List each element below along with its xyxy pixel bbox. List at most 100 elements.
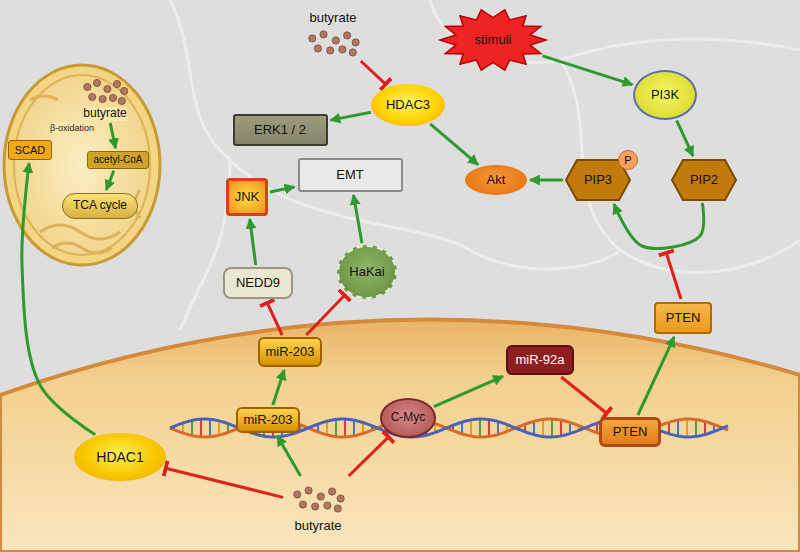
dna-rung [704,421,706,434]
protein-box: NEDD9 [223,267,293,299]
neighbour-cells [170,0,800,330]
inhibition-arrow [306,295,345,335]
text-group: butyrate [83,107,126,121]
dna-rung [218,421,220,435]
molecule-dot [324,502,331,509]
lipid-hexagon: PIP2 [671,159,737,201]
dna-rung [209,419,211,436]
metabolite-bar: acetyl-CoA [87,151,150,169]
inhibition-arrow [267,302,282,335]
text-group: ERK1 / 2 [254,123,306,138]
molecule-dot [332,37,339,44]
molecule-dot [317,493,324,500]
activation-arrow [354,195,362,243]
text-group: butyrate [310,11,357,26]
node-label: ERK1 / 2 [254,123,306,138]
molecule-dot [299,501,306,508]
protein-box: PTEN [654,302,712,334]
dna-rung [497,422,499,435]
text-group: miR-92a [515,353,564,368]
text-group: Akt [487,173,506,188]
dna-rung [191,420,193,435]
node-label: HDAC3 [386,98,430,113]
activation-arrow [430,124,478,165]
activation-arrow [614,203,704,248]
node-label: HaKai [349,265,384,280]
node-label: NEDD9 [236,276,280,291]
process-box: EMT [298,158,403,192]
text-group: JNK [235,190,260,205]
text-group: NEDD9 [236,276,280,291]
node-label: PTEN [666,311,701,326]
node-label: stimuli [475,33,512,48]
molecule-cluster: butyrate [77,75,133,121]
inhibition-arrow [349,436,390,476]
dna-rung [200,419,202,437]
text-group: C-Myc [391,411,426,425]
molecule-dot [349,49,356,56]
molecule-dot [89,93,96,100]
text-group: PTEN [613,425,648,440]
starburst-shape [440,10,546,70]
kinase-ellipse: Akt [465,165,527,195]
text-group: acetyl-CoA [94,154,143,166]
molecule-dot [109,94,116,101]
activation-arrow [273,370,284,405]
text-group: PI3K [651,88,679,103]
dna-rung [488,420,490,437]
text-group: HDAC3 [386,98,430,113]
dna-rung [695,420,697,437]
inhibition-line [666,252,681,299]
kinase-box: JNK [226,178,268,216]
enzyme-ellipse: HDAC1 [74,433,166,481]
dna-rung [551,419,553,437]
text-group: HaKai [349,265,384,280]
molecule-cluster: butyrate [285,478,351,534]
mirna-box: miR-203 [258,337,322,367]
molecule-dot [312,503,319,510]
molecule-dot [113,80,120,87]
molecule-dot [339,46,346,53]
molecule-dot [344,32,351,39]
molecule-dot [305,487,312,494]
phosphate-circle: P [618,150,638,170]
text-group: butyrate [295,519,342,534]
node-label: HDAC1 [96,449,143,465]
node-label: butyrate [295,519,342,534]
text-group: TCA cycle [73,199,127,213]
node-label: PI3K [651,88,679,103]
molecule-dot [334,505,341,512]
node-label: TCA cycle [73,199,127,213]
node-label: miR-203 [243,413,292,428]
dna-rung [560,420,562,436]
node-label: PIP2 [690,173,718,188]
gene-circle: C-Myc [380,398,437,438]
process-label: β-oxidation [50,123,94,133]
node-label: butyrate [83,107,126,121]
text-group: HDAC1 [96,449,143,465]
node-label: miR-92a [515,353,564,368]
activation-arrow [110,123,115,148]
node-label: butyrate [310,11,357,26]
protein-ellipse: HaKai [337,245,397,299]
molecule-dot [320,31,327,38]
text-group: P [624,154,631,167]
gene-box: PTEN [599,417,661,447]
inhibition-arrow [361,61,387,85]
molecule-dot [294,491,301,498]
dna-rung [479,419,481,437]
activation-arrow [530,179,563,182]
dna-rung [677,420,679,436]
node-label: SCAD [15,144,46,157]
node-label: PIP3 [584,173,612,188]
text-group: EMT [336,168,363,183]
node-label: Akt [487,173,506,188]
dna-rung [344,419,346,437]
dna-rung [470,420,472,436]
inhibition-arrow [165,468,283,497]
molecule-dot [352,39,359,46]
molecule-dot [84,83,91,90]
text-group: miR-203 [243,413,292,428]
